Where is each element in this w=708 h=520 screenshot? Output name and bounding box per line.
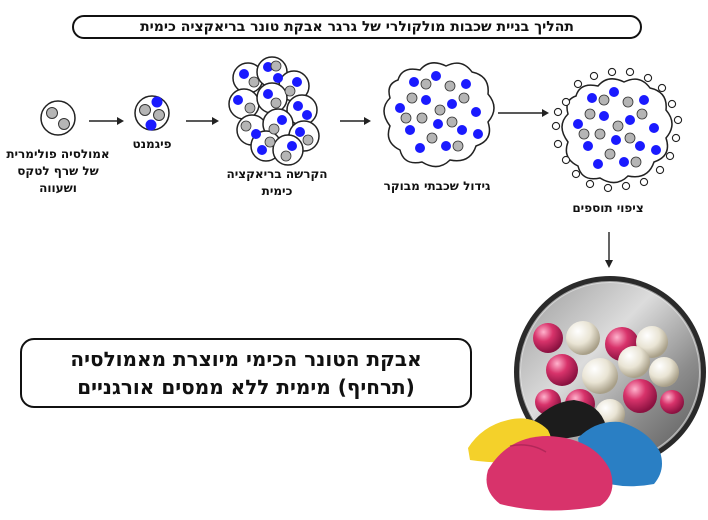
summary-line-2: (תרחיף) מימית ללא ממסים אורגניים bbox=[77, 373, 415, 401]
arrow-1 bbox=[89, 117, 124, 125]
step-label-coating: ציפוי תוספים bbox=[552, 200, 664, 217]
grown-particle bbox=[384, 63, 494, 167]
emulsion-particle bbox=[41, 101, 75, 135]
step-label-growth: גידול שכבתי מבוקר bbox=[366, 178, 508, 195]
arrow-2 bbox=[186, 117, 219, 125]
aggregated-cluster bbox=[229, 57, 319, 165]
arrow-4 bbox=[498, 109, 549, 117]
pigment-particle bbox=[135, 96, 169, 131]
summary-line-1: אבקת הטונר הכימי מיוצרת מאמולסיה bbox=[70, 345, 421, 373]
step-label-aggregation: הקרשה בריאקציה כימית bbox=[218, 166, 336, 200]
arrow-3 bbox=[340, 117, 371, 125]
coated-particle bbox=[552, 68, 681, 191]
step-label-pigment: פיגמנט bbox=[112, 136, 192, 153]
summary-box: אבקת הטונר הכימי מיוצרת מאמולסיה (תרחיף)… bbox=[20, 338, 472, 408]
step-label-emulsion: אמולסיה פולימרית של שרף לטקס ושעווה bbox=[0, 146, 120, 197]
toner-powder-image bbox=[468, 276, 706, 511]
arrow-down bbox=[605, 232, 613, 268]
